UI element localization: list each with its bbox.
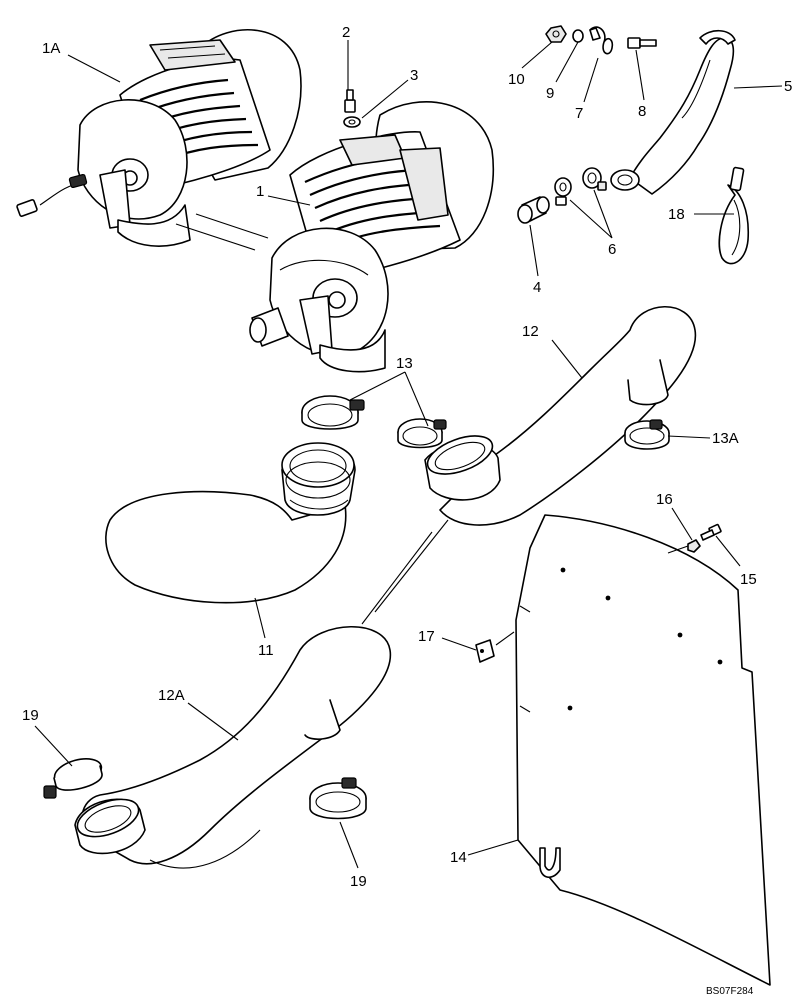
air-cleaner-1a [16, 29, 302, 247]
air-cleaner-1 [249, 101, 494, 373]
callout-10: 10 [508, 71, 525, 88]
callout-11: 11 [258, 642, 274, 659]
clamp-13-left [301, 395, 365, 430]
callout-16: 16 [656, 491, 673, 508]
panel-14 [515, 514, 771, 986]
drawing-code: BS07F284 [706, 986, 754, 997]
clip-17 [475, 631, 515, 663]
callout-18: 18 [668, 206, 685, 223]
guide-line [361, 531, 433, 625]
callout-labels: 1A 1 2 3 4 5 6 7 8 9 10 11 12 12A 13 13A… [22, 24, 792, 890]
tube-12a [74, 625, 392, 869]
clamp-19-left [43, 758, 103, 799]
callout-5: 5 [784, 78, 792, 95]
callout-8: 8 [638, 103, 646, 120]
bolt-15 [700, 523, 722, 541]
bolt-8 [627, 37, 657, 49]
callout-9: 9 [546, 85, 554, 102]
callout-3: 3 [410, 67, 418, 84]
guide-line [667, 545, 689, 554]
callout-14: 14 [450, 849, 467, 866]
clamp-13-right [397, 418, 447, 449]
clamp-13a [624, 419, 670, 450]
callout-6: 6 [608, 241, 616, 258]
fitting-4 [517, 196, 550, 224]
washer-3 [343, 116, 361, 128]
callout-12: 12 [522, 323, 539, 340]
callout-15: 15 [740, 571, 757, 588]
callout-1a: 1A [42, 40, 60, 57]
pipe-5 [610, 29, 736, 195]
callout-7: 7 [575, 105, 583, 122]
nut-10-hole [552, 30, 560, 38]
callout-1: 1 [256, 183, 264, 200]
callout-17: 17 [418, 628, 435, 645]
callout-2: 2 [342, 24, 350, 41]
leader-lines [34, 40, 783, 869]
washer-3-hole [348, 119, 356, 125]
hose-11 [105, 442, 356, 604]
guide-line [175, 223, 256, 251]
nut-16 [687, 539, 701, 553]
cable-tie-18 [718, 166, 750, 265]
callout-12a: 12A [158, 687, 185, 704]
callout-13: 13 [396, 355, 413, 372]
nut-10 [545, 25, 567, 43]
bolt-2 [344, 89, 356, 113]
guide-line [195, 213, 269, 239]
washer-9 [572, 29, 584, 43]
callout-4: 4 [533, 279, 541, 296]
bracket-7-tab [589, 27, 601, 41]
guide-line [374, 519, 449, 613]
clamps-6 [554, 167, 607, 206]
tube-12 [424, 306, 697, 526]
clamp-19-right [309, 777, 367, 820]
callout-19-left: 19 [22, 707, 39, 724]
callout-13a: 13A [712, 430, 739, 447]
callout-19-right: 19 [350, 873, 367, 890]
